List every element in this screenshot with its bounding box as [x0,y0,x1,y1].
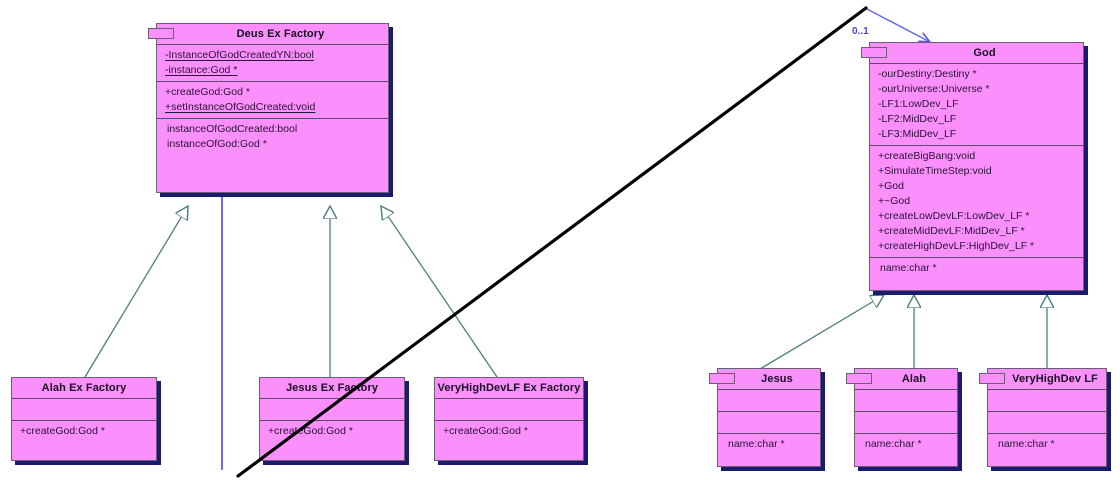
class-box-jesus-ex-factory[interactable]: Jesus Ex Factory +createGod:God * [259,377,405,461]
class-title-jesus-ex-factory: Jesus Ex Factory [285,382,379,394]
extra-compartment-god: name:char * [870,257,1083,279]
class-box-alah[interactable]: Alah name:char * [846,368,958,467]
attribute-item: -instance:God * [165,64,238,76]
attribute-compartment-deus-ex-factory: -InstanceOfGodCreatedYN:bool -instance:G… [157,44,388,81]
generalization-jesus-to-god [759,295,884,370]
operation-item: +createGod:God * [443,425,528,437]
association-multiplicity-label: 0..1 [852,26,869,37]
operation-item: +God [878,180,904,192]
operation-compartment-deus-ex-factory: +createGod:God * +setInstanceOfGodCreate… [157,81,388,118]
attribute-item: -InstanceOfGodCreatedYN:bool [165,49,314,61]
class-title-god: God [973,47,996,59]
class-box-jesus[interactable]: Jesus name:char * [709,368,821,467]
extra-item: name:char * [880,262,937,274]
attribute-item: -ourUniverse:Universe * [878,83,990,95]
extra-item: instanceOfGodCreated:bool [167,123,298,135]
operation-item: +createBigBang:void [878,150,976,162]
operation-compartment-veryhighdevlf-ex-factory: +createGod:God * [435,420,583,442]
extra-item: name:char * [998,438,1055,450]
class-box-god[interactable]: God -ourDestiny:Destiny * -ourUniverse:U… [861,42,1084,291]
class-tab-icon [148,28,174,39]
operation-compartment-jesus [718,411,820,433]
association-deusexfactory-to-god [221,8,930,470]
attribute-item: -LF2:MidDev_LF [878,113,957,125]
attribute-compartment-jesus-ex-factory [260,398,404,420]
class-title-alah-ex-factory: Alah Ex Factory [41,382,127,394]
operation-item: +~God [878,195,911,207]
class-tab-icon [846,373,872,384]
class-title-deus-ex-factory: Deus Ex Factory [236,28,325,40]
class-title-veryhighdevlf-ex-factory: VeryHighDevLF Ex Factory [437,382,581,394]
class-box-veryhighdev-lf[interactable]: VeryHighDev LF name:char * [979,368,1107,467]
extra-compartment-veryhighdev-lf: name:char * [988,433,1106,455]
operation-item: +createGod:God * [20,425,105,437]
generalization-veryhighdevlfexfactory-to-deusexfactory [381,206,498,378]
operation-item: +SimulateTimeStep:void [878,165,992,177]
attribute-compartment-alah-ex-factory [12,398,156,420]
class-title-alah: Alah [901,373,927,385]
extra-item: name:char * [728,438,785,450]
attribute-item: -LF3:MidDev_LF [878,128,957,140]
extra-item: instanceOfGod:God * [167,138,267,150]
attribute-compartment-jesus [718,389,820,411]
operation-compartment-veryhighdev-lf [988,411,1106,433]
extra-item: name:char * [865,438,922,450]
operation-compartment-jesus-ex-factory: +createGod:God * [260,420,404,442]
class-title-veryhighdev-lf: VeryHighDev LF [1012,373,1098,385]
extra-compartment-alah: name:char * [855,433,957,455]
attribute-compartment-veryhighdev-lf [988,389,1106,411]
class-tab-icon [709,373,735,384]
class-box-veryhighdevlf-ex-factory[interactable]: VeryHighDevLF Ex Factory +createGod:God … [434,377,584,461]
extra-compartment-jesus: name:char * [718,433,820,455]
operation-item: +setInstanceOfGodCreated:void [165,101,316,113]
operation-compartment-alah [855,411,957,433]
attribute-compartment-veryhighdevlf-ex-factory [435,398,583,420]
operation-item: +createGod:God * [165,86,250,98]
operation-item: +createHighDevLF:HighDev_LF * [878,240,1035,252]
class-tab-icon [861,47,887,58]
attribute-compartment-alah [855,389,957,411]
extra-compartment-deus-ex-factory: instanceOfGodCreated:bool instanceOfGod:… [157,118,388,155]
operation-item: +createMidDevLF:MidDev_LF * [878,225,1025,237]
attribute-compartment-god: -ourDestiny:Destiny * -ourUniverse:Unive… [870,63,1083,145]
attribute-item: -LF1:LowDev_LF [878,98,959,110]
class-box-deus-ex-factory[interactable]: Deus Ex Factory -InstanceOfGodCreatedYN:… [148,23,389,193]
operation-compartment-god: +createBigBang:void +SimulateTimeStep:vo… [870,145,1083,257]
attribute-item: -ourDestiny:Destiny * [878,68,977,80]
generalization-alahexfactory-to-deusexfactory [84,206,188,378]
operation-item: +createLowDevLF:LowDev_LF * [878,210,1030,222]
class-box-alah-ex-factory[interactable]: Alah Ex Factory +createGod:God * [11,377,157,461]
operation-item: +createGod:God * [268,425,353,437]
operation-compartment-alah-ex-factory: +createGod:God * [12,420,156,442]
class-tab-icon [979,373,1005,384]
